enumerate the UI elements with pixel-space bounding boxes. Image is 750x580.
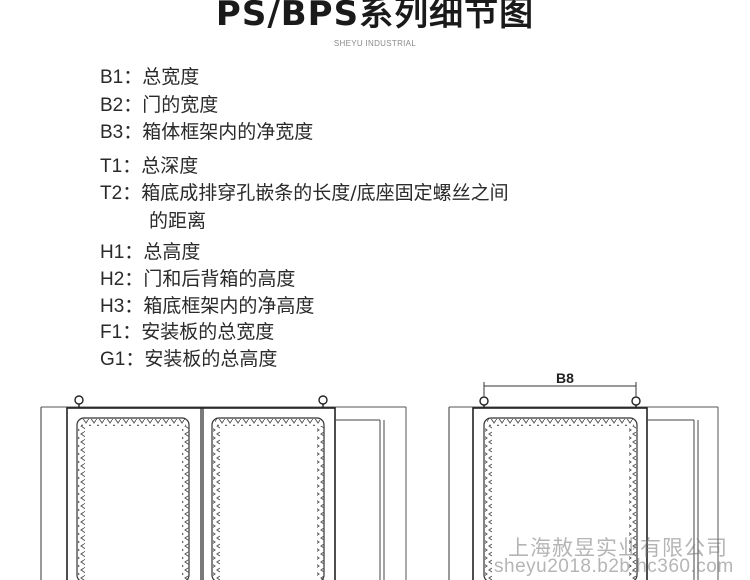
- watermark-site: sheyu2018.b2b.hc360.com: [494, 556, 734, 577]
- spec-sep: ：: [125, 348, 145, 370]
- perforated-strip: [182, 426, 189, 580]
- spec-b1: B1：总宽度: [100, 66, 199, 89]
- spec-desc: 总高度: [143, 241, 201, 263]
- b8-dimension-label: B8: [556, 370, 574, 386]
- spec-sep: ：: [123, 94, 143, 116]
- perforated-strip: [80, 419, 186, 426]
- perforated-strip: [629, 426, 636, 580]
- spec-sep: ：: [122, 321, 142, 343]
- perforated-strip: [78, 426, 85, 580]
- lifting-eye-icon: [479, 396, 489, 406]
- watermark-company: 上海赦昱实业有限公司: [508, 536, 728, 560]
- spec-code: F1: [100, 322, 123, 343]
- spec-sep: ：: [122, 155, 142, 177]
- lifting-eye-icon: [631, 396, 641, 406]
- spec-sep: ：: [124, 295, 144, 317]
- spec-code: T1: [100, 156, 123, 177]
- spec-desc: 门和后背箱的高度: [143, 268, 296, 290]
- spec-desc: 安装板的总宽度: [141, 321, 275, 343]
- spec-h2: H2：门和后背箱的高度: [100, 268, 295, 291]
- spec-code: B2: [100, 95, 124, 116]
- spec-desc: 箱底成排穿孔嵌条的长度/底座固定螺丝之间: [141, 182, 509, 204]
- spec-b3: B3：箱体框架内的净宽度: [100, 121, 313, 144]
- spec-t2-continuation: 的距离: [149, 210, 207, 232]
- spec-h3: H3：箱底框架内的净高度: [100, 295, 314, 318]
- cabinet-body: [472, 407, 648, 580]
- spec-desc: 箱体框架内的净宽度: [142, 121, 314, 143]
- spec-sep: ：: [122, 182, 142, 204]
- spec-code: T2: [100, 183, 123, 204]
- spec-code: H1: [100, 242, 125, 263]
- spec-sep: ：: [123, 66, 143, 88]
- brand-subtitle: SHEYU INDUSTRIAL: [333, 39, 417, 48]
- spec-code: G1: [100, 349, 126, 370]
- spec-sep: ：: [124, 241, 144, 263]
- spec-desc: 安装板的总高度: [144, 348, 278, 370]
- perforated-strip: [317, 426, 324, 580]
- lifting-eye-icon: [318, 395, 328, 405]
- spec-desc: 总深度: [141, 155, 199, 177]
- page-title: PS/BPS系列细节图: [215, 0, 535, 34]
- spec-h1: H1：总高度: [100, 241, 200, 264]
- door-gasket-right: [211, 417, 325, 580]
- spec-sep: ：: [123, 121, 143, 143]
- spec-code: H3: [100, 296, 125, 317]
- spec-code: H2: [100, 269, 125, 290]
- spec-code: B3: [100, 122, 124, 143]
- spec-code: B1: [100, 67, 124, 88]
- spec-g1: G1：安装板的总高度: [100, 348, 277, 371]
- perforated-strip: [485, 426, 492, 580]
- lifting-eye-icon: [74, 395, 84, 405]
- spec-desc: 箱底框架内的净高度: [143, 295, 315, 317]
- perforated-strip: [213, 426, 220, 580]
- spec-sep: ：: [124, 268, 144, 290]
- perforated-strip: [487, 419, 634, 426]
- spec-f1: F1：安装板的总宽度: [100, 321, 274, 344]
- spec-t1: T1：总深度: [100, 155, 198, 178]
- spec-b2: B2：门的宽度: [100, 94, 218, 117]
- single-door-cabinet-view: B8: [448, 370, 719, 580]
- perforated-strip: [215, 419, 321, 426]
- spec-desc: 门的宽度: [142, 94, 219, 116]
- spec-t2: T2：箱底成排穿孔嵌条的长度/底座固定螺丝之间: [100, 182, 509, 205]
- door-gasket: [483, 417, 638, 580]
- door-gasket-left: [76, 417, 190, 580]
- double-door-cabinet-view: [40, 395, 407, 580]
- spec-desc: 总宽度: [142, 66, 200, 88]
